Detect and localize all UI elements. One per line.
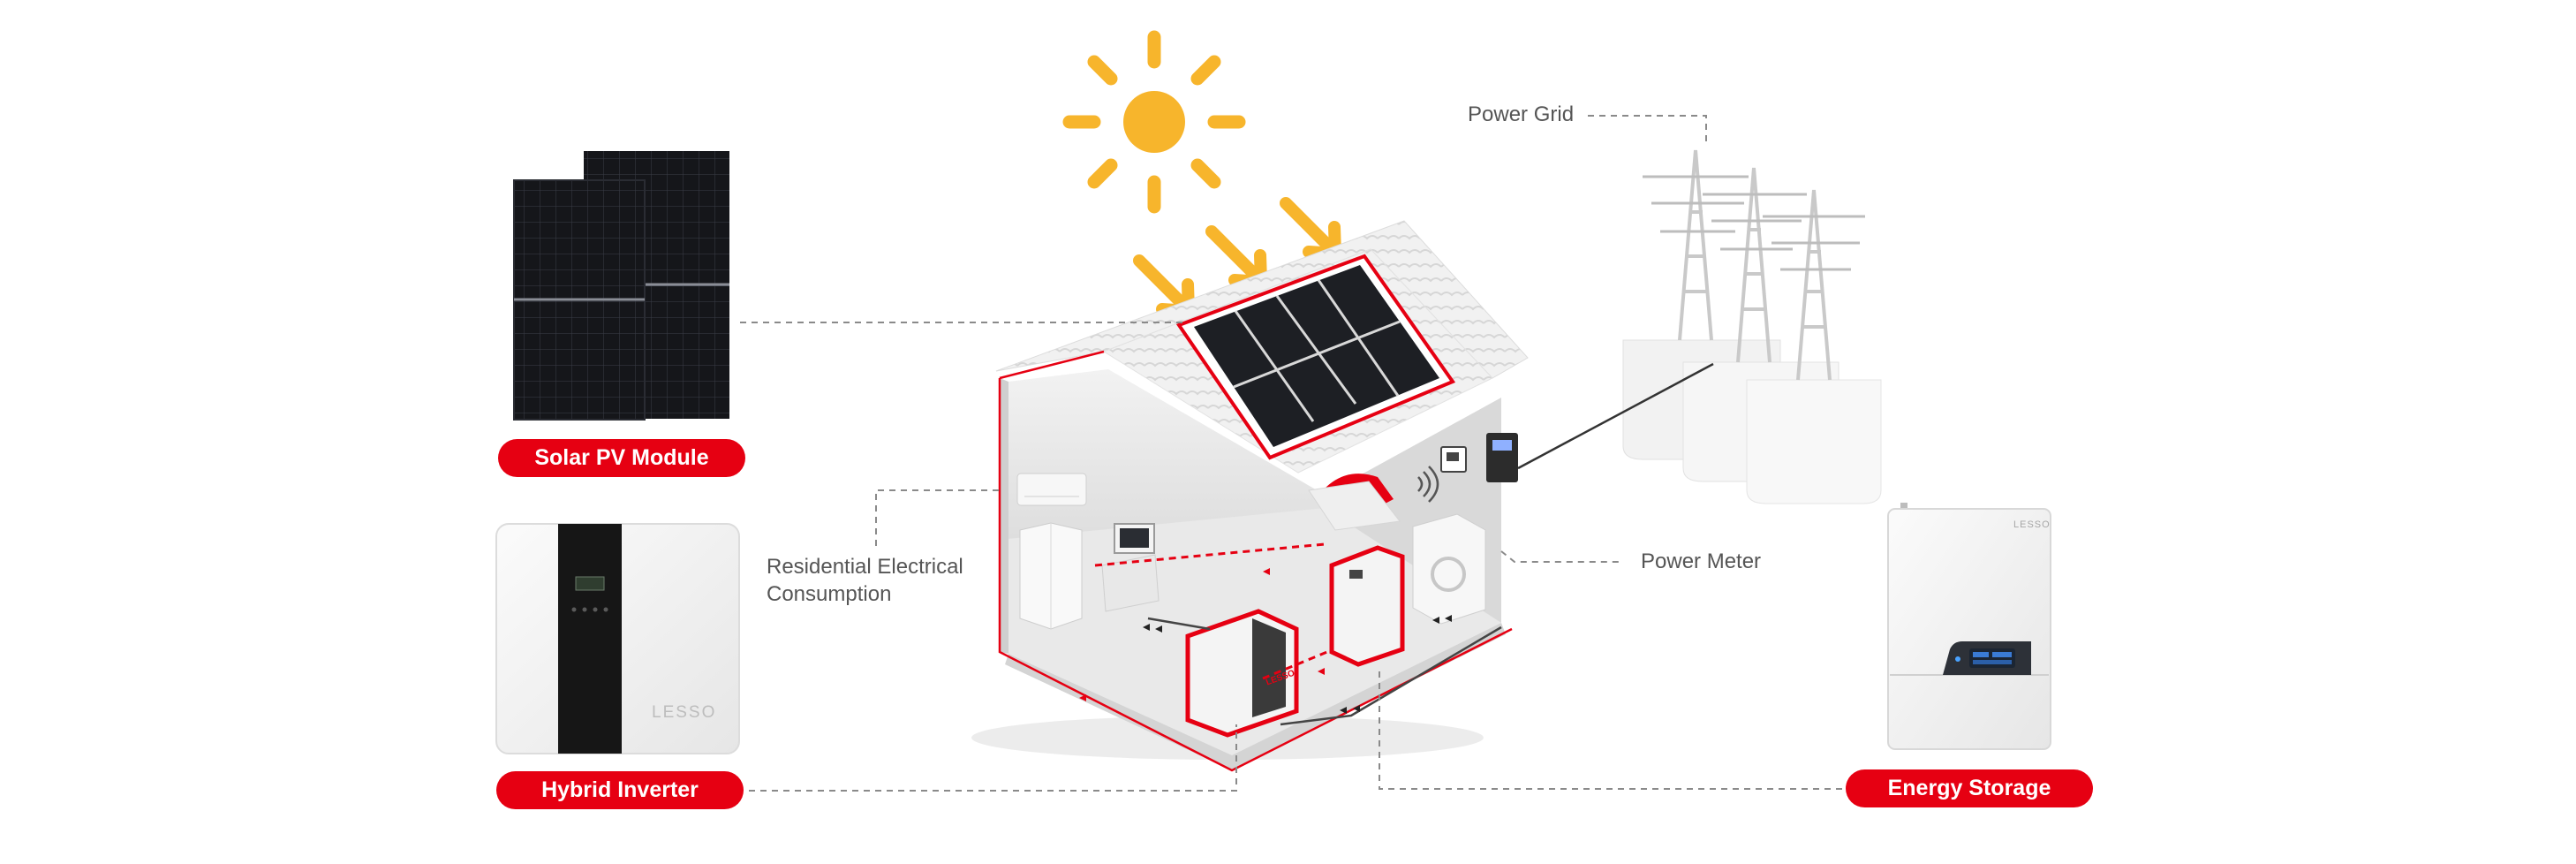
power-grid-label: Power Grid	[1468, 102, 1575, 126]
residential-consumption-label-line2: Consumption	[767, 582, 892, 606]
hybrid-inverter-label: Hybrid Inverter	[496, 771, 744, 809]
house-cutaway-image	[971, 220, 1714, 772]
sun-icon	[1062, 30, 1246, 214]
wifi-icon	[1417, 466, 1439, 503]
monitor-icon	[1440, 446, 1467, 473]
solar-pv-module-label: Solar PV Module	[498, 439, 745, 477]
transmission-tower-icon	[1622, 149, 1882, 504]
power-meter-label: Power Meter	[1641, 549, 1762, 573]
energy-storage-label: Energy Storage	[1846, 769, 2093, 807]
storage-logo: LESSO	[2013, 519, 2051, 530]
connector-lines	[740, 115, 1846, 792]
hybrid-inverter-image	[495, 523, 740, 754]
residential-consumption-label-line1: Residential Electrical	[767, 555, 963, 579]
inverter-logo: LESSO	[652, 703, 717, 722]
energy-storage-image	[1887, 503, 2051, 750]
solar-pv-module-image	[513, 151, 729, 421]
